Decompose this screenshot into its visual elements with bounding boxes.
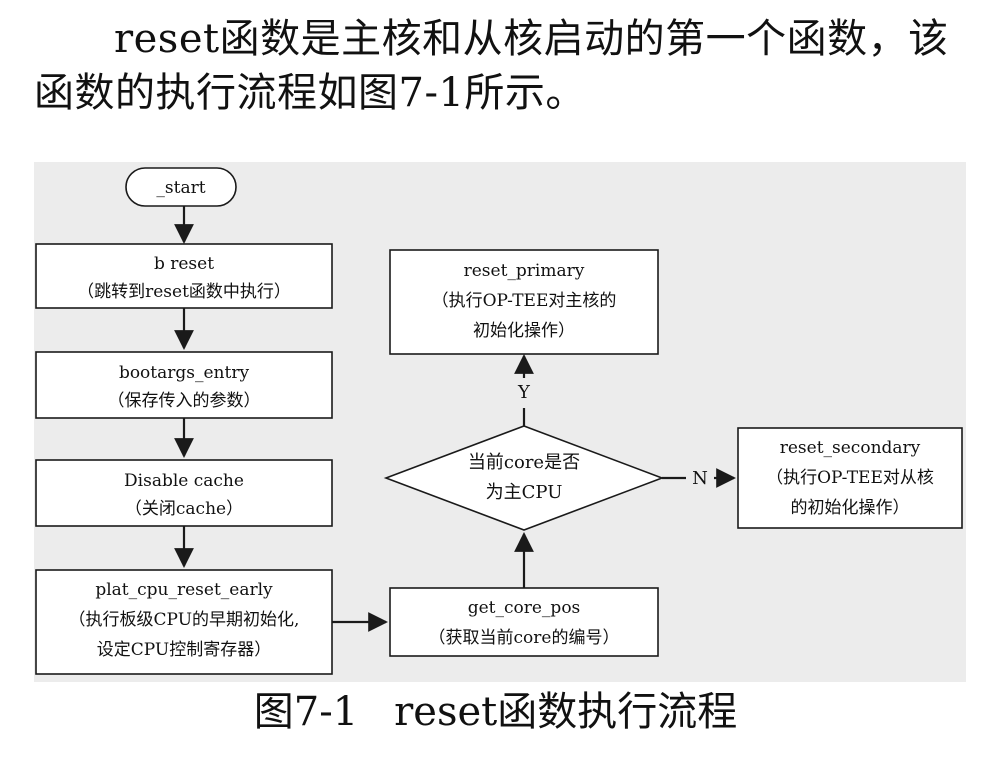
start-label: _start — [156, 178, 205, 198]
figure-caption: 图7-1 reset函数执行流程 — [0, 684, 991, 740]
get-core-pos-shape — [389, 587, 659, 657]
yes-label: Y — [517, 382, 531, 403]
plat-cpu-reset-early-note-2: 设定CPU控制寄存器） — [97, 640, 271, 660]
plat-cpu-reset-early-box: plat_cpu_reset_early （执行板级CPU的早期初始化, 设定C… — [35, 569, 333, 675]
get-core-pos-note: （获取当前core的编号） — [429, 628, 620, 648]
decision-line-1: 当前core是否 — [468, 452, 580, 473]
bootargs-entry-note: （保存传入的参数） — [108, 391, 261, 411]
decision-line-2: 为主CPU — [486, 482, 563, 503]
plat-cpu-reset-early-title: plat_cpu_reset_early — [95, 580, 273, 600]
start-shape — [125, 167, 237, 207]
disable-cache-box: Disable cache （关闭cache） — [35, 459, 333, 527]
decision-shape — [383, 425, 665, 531]
start-terminator: _start — [125, 167, 237, 207]
disable-cache-note: （关闭cache） — [125, 499, 243, 519]
reset-primary-title: reset_primary — [464, 261, 585, 281]
bootargs-entry-shape — [35, 351, 333, 419]
figure-number: 图7-1 — [253, 689, 359, 735]
b-reset-note: （跳转到reset函数中执行） — [77, 282, 291, 302]
reset-secondary-note-1: （执行OP-TEE对从核 — [766, 468, 934, 488]
b-reset-title: b reset — [154, 254, 214, 274]
bootargs-entry-title: bootargs_entry — [119, 363, 250, 383]
get-core-pos-title: get_core_pos — [468, 598, 581, 618]
decision-diamond: 当前core是否 为主CPU — [383, 425, 665, 531]
reset-secondary-box: reset_secondary （执行OP-TEE对从核 的初始化操作） — [737, 427, 963, 529]
plat-cpu-reset-early-note-1: （执行板级CPU的早期初始化, — [69, 610, 300, 630]
reset-secondary-title: reset_secondary — [780, 438, 921, 458]
disable-cache-title: Disable cache — [124, 471, 244, 491]
flowchart-svg: _start b reset （跳转到reset函数中执行） bootargs_… — [34, 162, 966, 682]
intro-line-1: reset函数是主核和从核启动的第一个函数，该 — [114, 16, 949, 62]
reset-primary-note-2: 初始化操作） — [473, 321, 575, 341]
get-core-pos-box: get_core_pos （获取当前core的编号） — [389, 587, 659, 657]
reset-primary-note-1: （执行OP-TEE对主核的 — [432, 291, 617, 311]
no-label: N — [692, 468, 708, 489]
intro-line-2: 函数的执行流程如图7-1所示。 — [34, 70, 586, 116]
intro-paragraph: reset函数是主核和从核启动的第一个函数，该 函数的执行流程如图7-1所示。 — [34, 12, 964, 120]
b-reset-box: b reset （跳转到reset函数中执行） — [35, 243, 333, 309]
bootargs-entry-box: bootargs_entry （保存传入的参数） — [35, 351, 333, 419]
flowchart-figure: _start b reset （跳转到reset函数中执行） bootargs_… — [34, 162, 966, 682]
reset-primary-shape — [389, 249, 659, 355]
reset-primary-box: reset_primary （执行OP-TEE对主核的 初始化操作） — [389, 249, 659, 355]
reset-secondary-shape — [737, 427, 963, 529]
figure-title: reset函数执行流程 — [394, 689, 738, 735]
reset-secondary-note-2: 的初始化操作） — [791, 498, 910, 518]
plat-cpu-reset-early-shape — [35, 569, 333, 675]
